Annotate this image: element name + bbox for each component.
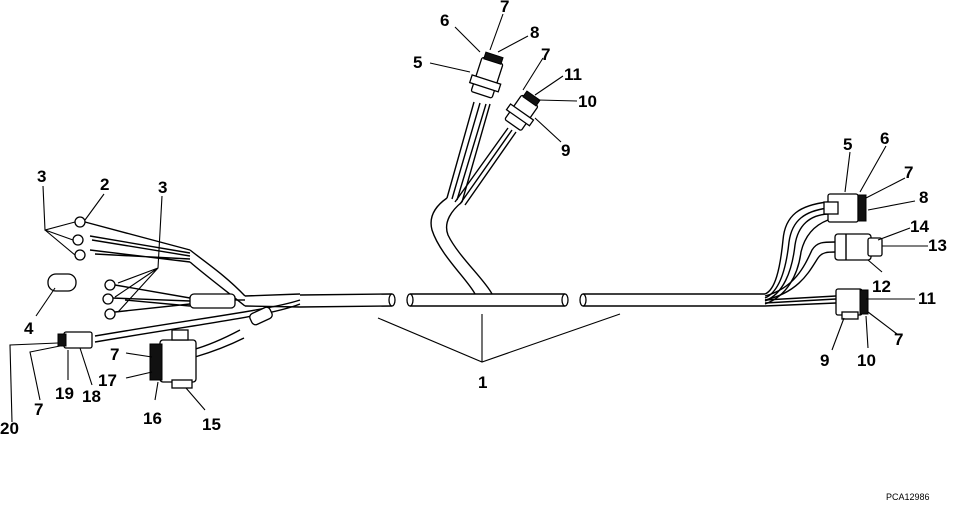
callout-1: 1 (478, 373, 487, 392)
callout-20: 20 (0, 419, 19, 438)
callout-10-upper: 10 (578, 92, 597, 111)
callout-2: 2 (100, 175, 109, 194)
right-branches (764, 201, 837, 307)
left-ring-terminal-group-upper (72, 216, 246, 307)
callout-7-upper-b: 7 (541, 45, 550, 64)
callout-7-left-small: 7 (34, 400, 43, 419)
callout-4: 4 (24, 319, 34, 338)
main-harness-trunk (244, 293, 765, 308)
callout-8-right: 8 (919, 188, 928, 207)
callout-7-right-upper: 7 (904, 163, 913, 182)
right-connector-middle (834, 233, 883, 261)
callout-18: 18 (82, 387, 101, 406)
callout-15: 15 (202, 415, 221, 434)
callout-labels: 1 2 3 3 4 6 7 8 5 7 11 10 9 5 6 7 8 14 1… (0, 0, 947, 438)
callout-8-upper: 8 (530, 23, 539, 42)
callout-3-left: 3 (37, 167, 46, 186)
figure-code: PCA12986 (886, 492, 930, 502)
leader-lines (9, 13, 928, 423)
callout-7-upper-a: 7 (500, 0, 509, 16)
callout-12: 12 (872, 277, 891, 296)
upper-connector-b (504, 90, 541, 131)
connector-large-left (149, 329, 197, 389)
right-connector-lower (835, 288, 869, 320)
callout-7-left-large: 7 (110, 345, 119, 364)
connector-small-left (57, 331, 93, 349)
callout-3-right: 3 (158, 178, 167, 197)
callout-5-upper: 5 (413, 53, 422, 72)
upper-connector-a (468, 51, 504, 99)
upper-branch (430, 101, 517, 295)
callout-10-right: 10 (857, 351, 876, 370)
callout-7-right-lower: 7 (894, 330, 903, 349)
callout-11-upper: 11 (564, 65, 582, 84)
callout-17: 17 (98, 371, 117, 390)
left-ring-terminal-group-lower (102, 279, 245, 320)
callout-13: 13 (928, 236, 947, 255)
callout-14: 14 (910, 217, 929, 236)
callout-11-right: 11 (918, 289, 936, 308)
loose-grommet-4 (47, 273, 77, 292)
callout-9-right: 9 (820, 351, 829, 370)
callout-16: 16 (143, 409, 162, 428)
callout-5-right: 5 (843, 135, 852, 154)
callout-6-right: 6 (880, 129, 889, 148)
callout-19: 19 (55, 384, 74, 403)
callout-6-upper: 6 (440, 11, 449, 30)
right-connector-upper (823, 193, 867, 223)
callout-9-upper: 9 (561, 141, 570, 160)
